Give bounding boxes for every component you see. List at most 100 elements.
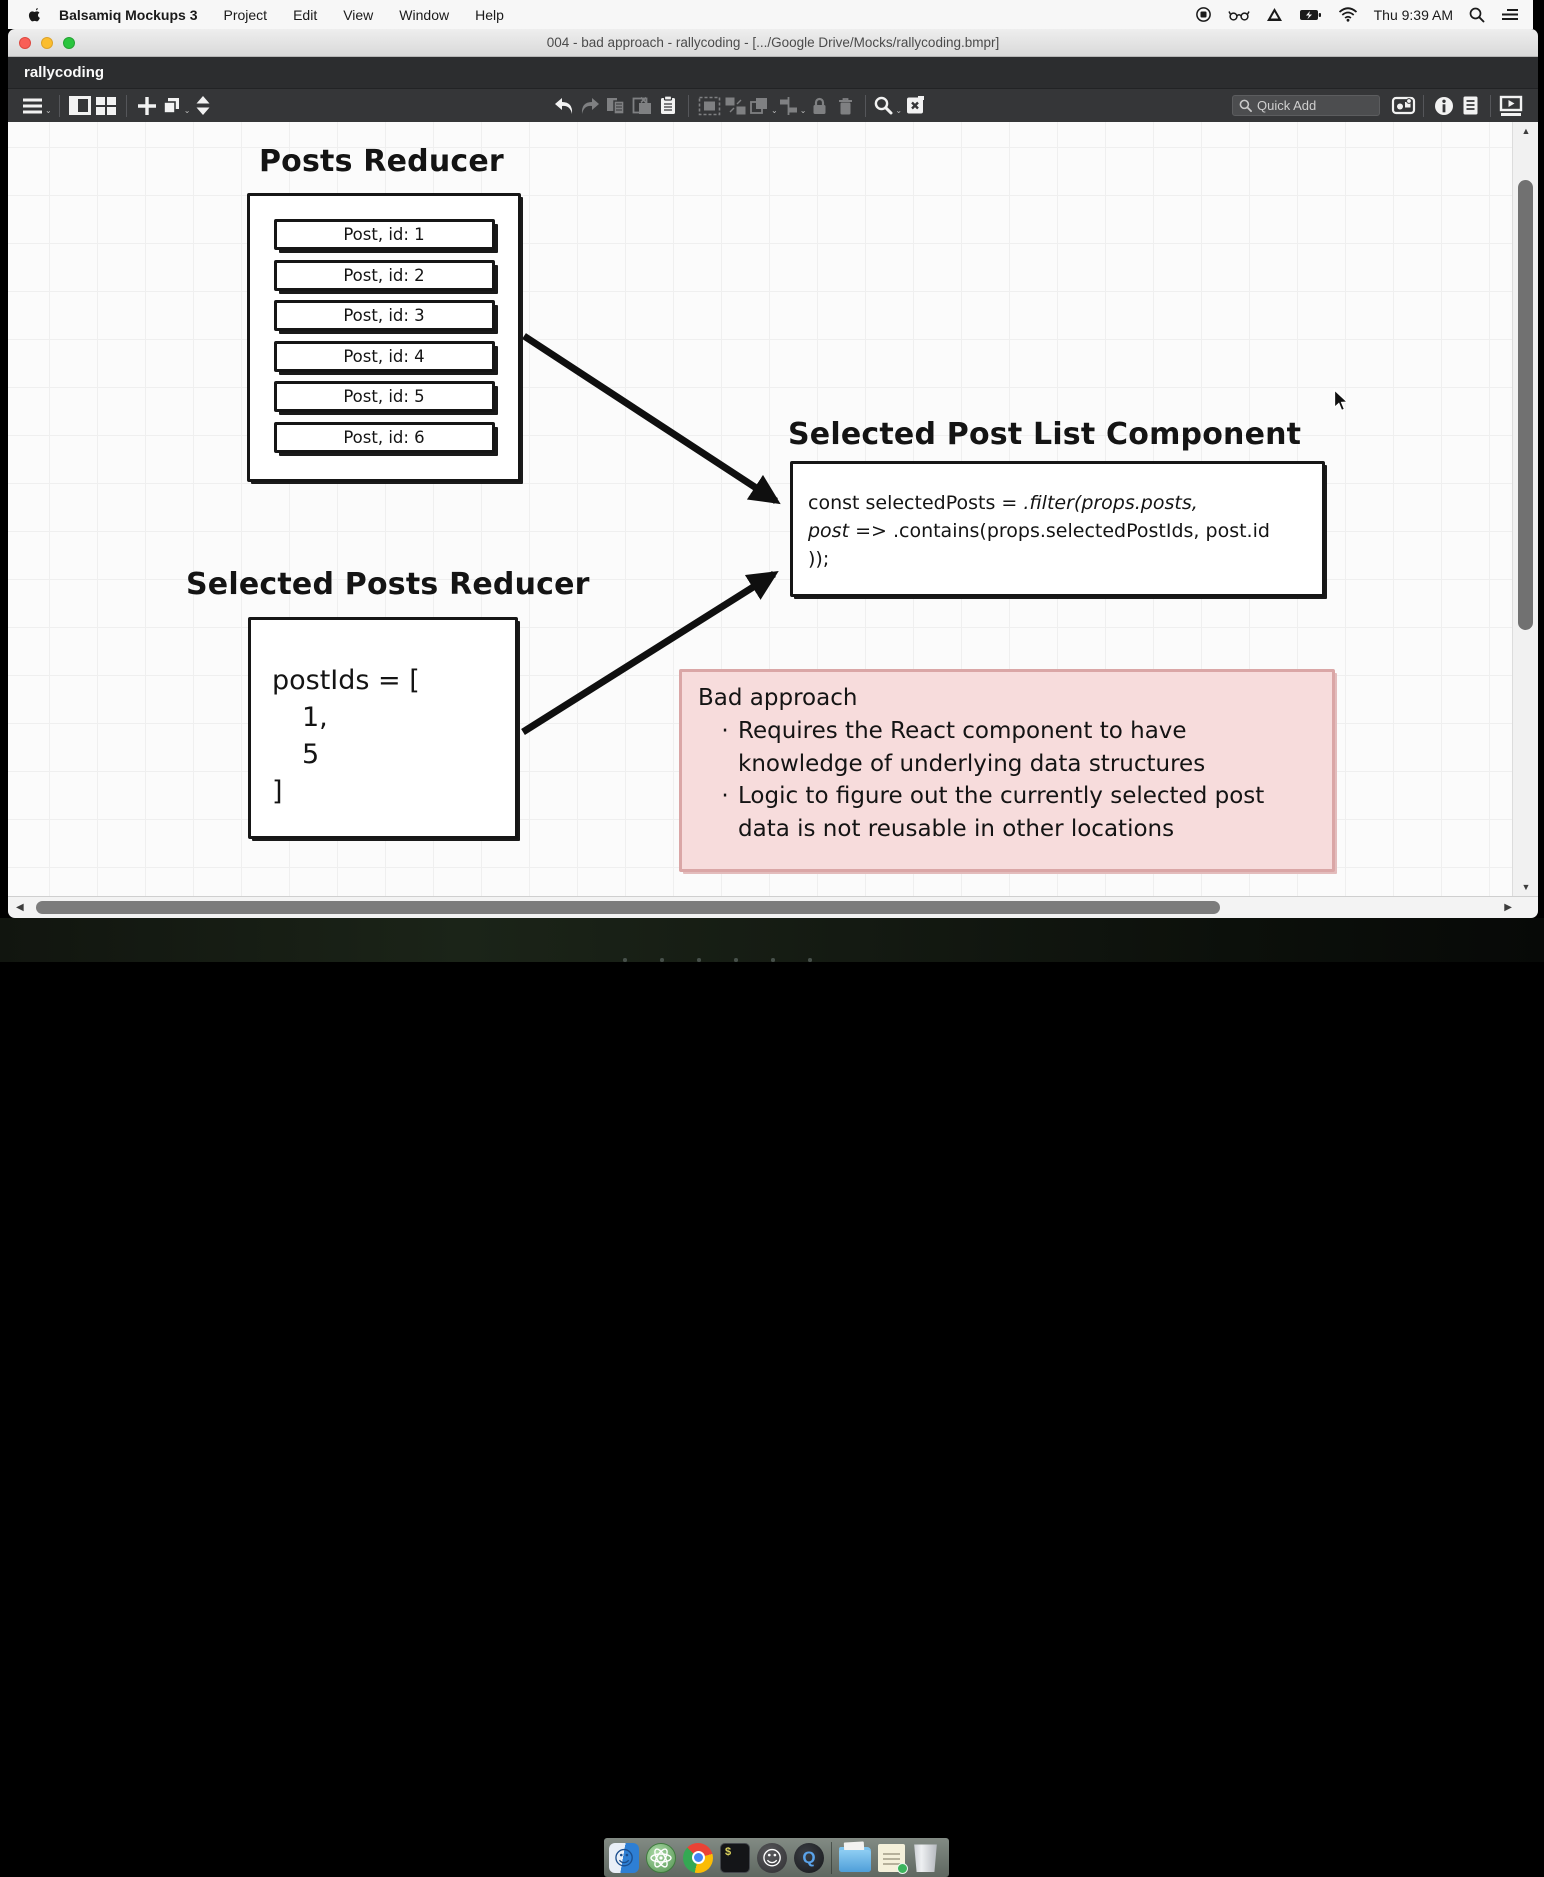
project-menu-icon[interactable]: ⌄: [22, 93, 52, 119]
component-code-box[interactable]: const selectedPosts = .filter(props.post…: [790, 461, 1325, 597]
post-item[interactable]: Post, id: 5: [273, 381, 495, 412]
menu-bar-clock[interactable]: Thu 9:39 AM: [1373, 6, 1453, 23]
notes-document-dock-icon[interactable]: [878, 1843, 908, 1874]
component-title[interactable]: Selected Post List Component: [788, 417, 1302, 452]
atom-dock-icon[interactable]: [646, 1842, 676, 1873]
battery-charging-icon[interactable]: [1299, 8, 1322, 22]
toggle-markup-icon[interactable]: [902, 93, 928, 119]
selected-posts-reducer-title[interactable]: Selected Posts Reducer: [186, 567, 590, 602]
downloads-folder-dock-icon[interactable]: [839, 1840, 871, 1872]
chevron-down-icon: ⌄: [45, 105, 52, 115]
spotlight-search-icon[interactable]: [1469, 7, 1485, 23]
redo-icon[interactable]: [577, 93, 603, 119]
mouse-cursor: [1333, 389, 1350, 412]
align-icon[interactable]: ⌄: [778, 93, 807, 119]
post-item[interactable]: Post, id: 1: [273, 219, 495, 250]
trash-dock-icon[interactable]: [914, 1844, 937, 1872]
finder-dock-icon[interactable]: ☺: [609, 1842, 639, 1873]
selected-posts-reducer-box[interactable]: postIds = [ 1, 5 ]: [248, 617, 518, 839]
horizontal-scroll-thumb[interactable]: [36, 901, 1220, 914]
add-mockup-icon[interactable]: [134, 93, 160, 119]
post-item[interactable]: Post, id: 6: [273, 421, 495, 453]
scroll-up-arrow[interactable]: ▲: [1521, 126, 1531, 136]
post-item[interactable]: Post, id: 4: [273, 340, 495, 372]
horizontal-scrollbar[interactable]: ◀ ▶: [8, 896, 1538, 918]
undo-icon[interactable]: [551, 93, 577, 119]
ungroup-icon[interactable]: [722, 93, 748, 119]
grid-view-icon[interactable]: [93, 93, 119, 119]
chevron-down-icon: ⌄: [799, 105, 807, 115]
close-window-button[interactable]: [19, 37, 31, 49]
vertical-scrollbar[interactable]: ▲ ▼: [1512, 122, 1538, 896]
postids-line-4: ]: [272, 776, 283, 807]
present-fullscreen-icon[interactable]: [1498, 93, 1524, 119]
chevron-down-icon: ⌄: [183, 105, 191, 115]
app-toolbar: ⌄ ⌄: [8, 88, 1538, 122]
window-title-bar: 004 - bad approach - rallycoding - [.../…: [8, 29, 1538, 57]
active-app-name[interactable]: Balsamiq Mockups 3: [59, 6, 198, 23]
reorder-mockups-icon[interactable]: [190, 93, 216, 119]
code-line-1: const selectedPosts = .filter(props.post…: [808, 492, 1198, 514]
paste-in-place-icon[interactable]: [629, 93, 655, 119]
delete-icon[interactable]: [832, 93, 858, 119]
postids-line-1: postIds = [: [272, 665, 420, 696]
quick-add-input[interactable]: [1257, 98, 1367, 113]
google-drive-icon[interactable]: [1266, 7, 1283, 22]
apple-menu-icon[interactable]: [26, 6, 41, 24]
menu-view[interactable]: View: [343, 6, 374, 23]
inspector-info-icon[interactable]: [1431, 93, 1457, 119]
notification-center-icon[interactable]: [1501, 7, 1519, 22]
bullet-dot: ·: [721, 718, 729, 744]
menu-edit[interactable]: Edit: [293, 6, 318, 23]
post-item[interactable]: Post, id: 2: [273, 259, 495, 291]
menu-help[interactable]: Help: [475, 6, 504, 23]
paste-icon[interactable]: [655, 93, 681, 119]
arrow-posts-to-component: [522, 333, 781, 505]
minimize-window-button[interactable]: [41, 37, 53, 49]
terminal-dock-icon[interactable]: $: [720, 1842, 750, 1873]
folder-front: [839, 1849, 871, 1872]
group-icon[interactable]: [696, 93, 722, 119]
menu-project[interactable]: Project: [223, 6, 268, 23]
notes-icon[interactable]: [1457, 93, 1483, 119]
project-tab-bar: rallycoding: [8, 57, 1538, 88]
running-indicator-dot: [660, 958, 664, 962]
lock-icon[interactable]: [806, 93, 832, 119]
ui-library-icon[interactable]: [1390, 93, 1416, 119]
posts-reducer-box[interactable]: Post, id: 1 Post, id: 2 Post, id: 3 Post…: [247, 193, 521, 482]
tab-rallycoding[interactable]: rallycoding: [24, 64, 105, 81]
mockup-canvas: Posts Reducer Post, id: 1 Post, id: 2 Po…: [8, 122, 1512, 896]
postids-line-2: 1,: [302, 702, 328, 733]
dock-separator: [831, 1841, 832, 1874]
running-indicator-dot: [697, 958, 701, 962]
dock: ☺ $ ☺ Q: [604, 1838, 949, 1877]
chrome-core: [691, 1851, 705, 1864]
window-title: 004 - bad approach - rallycoding - [.../…: [546, 35, 1000, 50]
glasses-icon[interactable]: [1227, 7, 1250, 23]
scroll-right-arrow[interactable]: ▶: [1504, 902, 1512, 913]
code-line-3: ));: [808, 548, 830, 570]
layer-order-icon[interactable]: ⌄: [748, 93, 778, 119]
bad-approach-bullet-1: · Requires the React component to have k…: [698, 715, 1316, 780]
bullet-dot: ·: [721, 783, 729, 809]
running-indicator-dot: [771, 958, 775, 962]
code-line-2: post => .contains(props.selectedPostIds,…: [808, 520, 1270, 542]
single-view-icon[interactable]: [67, 93, 93, 119]
posts-reducer-title[interactable]: Posts Reducer: [259, 144, 504, 179]
chrome-dock-icon[interactable]: [683, 1842, 713, 1873]
zoom-icon[interactable]: ⌄: [873, 93, 902, 119]
screen-recording-icon[interactable]: [1195, 6, 1212, 23]
quicktime-dock-icon[interactable]: Q: [794, 1842, 824, 1873]
post-item[interactable]: Post, id: 3: [273, 300, 495, 331]
wifi-icon[interactable]: [1338, 7, 1358, 22]
copy-icon[interactable]: [603, 93, 629, 119]
scroll-down-arrow[interactable]: ▼: [1521, 882, 1531, 892]
scroll-left-arrow[interactable]: ◀: [16, 902, 24, 913]
vertical-scroll-thumb[interactable]: [1518, 180, 1533, 630]
duplicate-mockup-icon[interactable]: ⌄: [160, 93, 191, 119]
bad-approach-note[interactable]: Bad approach · Requires the React compon…: [679, 669, 1335, 872]
zoom-window-button[interactable]: [63, 37, 75, 49]
menu-window[interactable]: Window: [399, 6, 450, 23]
postids-line-3: 5: [302, 739, 320, 770]
smiley-app-dock-icon[interactable]: ☺: [757, 1842, 787, 1873]
